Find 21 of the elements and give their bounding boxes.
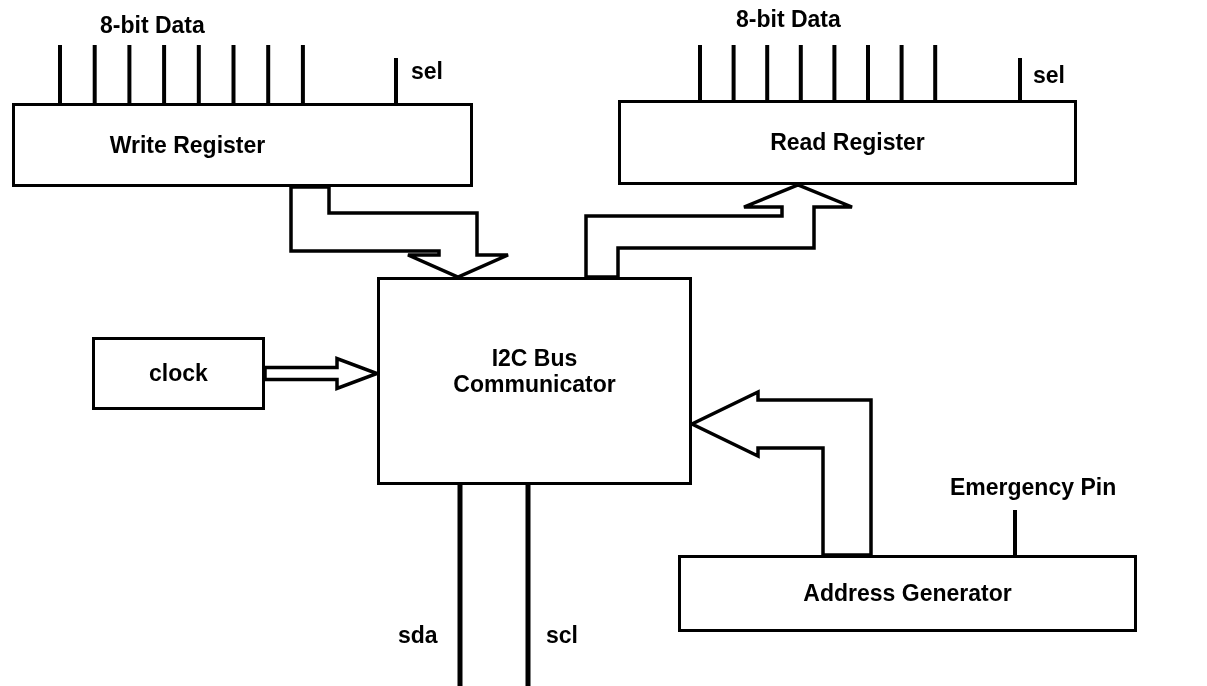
block-label: Read Register bbox=[770, 129, 925, 156]
block-box bbox=[12, 103, 473, 187]
signal-label: sel bbox=[1033, 62, 1065, 89]
block-box bbox=[678, 555, 1137, 632]
block-label: clock bbox=[149, 360, 208, 387]
signal-label: 8-bit Data bbox=[736, 6, 841, 33]
bus-arrow bbox=[584, 183, 854, 279]
block-label: I2C Bus Communicator bbox=[452, 344, 617, 398]
block-box bbox=[618, 100, 1077, 185]
block-box bbox=[377, 277, 692, 485]
signal-line bbox=[457, 485, 463, 686]
signal-label: sel bbox=[411, 58, 443, 85]
block-box bbox=[92, 337, 265, 410]
block-label: Write Register bbox=[109, 131, 266, 159]
edge-label: sda bbox=[398, 622, 438, 649]
signal-label: Emergency Pin bbox=[950, 474, 1117, 501]
bus-arrow bbox=[289, 185, 510, 279]
edge-label: scl bbox=[546, 622, 578, 649]
block-label: Address Generator bbox=[803, 580, 1012, 607]
signal-label: 8-bit Data bbox=[100, 12, 205, 39]
signal-line bbox=[525, 485, 531, 686]
